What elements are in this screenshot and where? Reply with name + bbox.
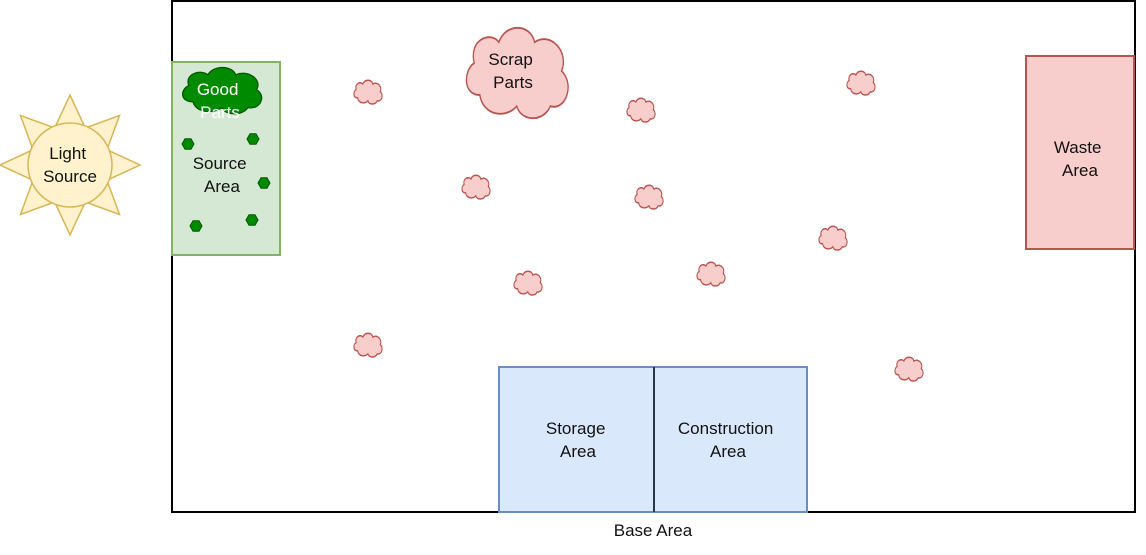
svg-text:Waste Area: Waste Area [1054,138,1106,180]
construction-area: Construction Area [653,366,808,513]
light-source-label-line1: Light [49,144,86,163]
storage-area-box [498,366,655,513]
sun-icon [0,93,142,237]
svg-text:Light Source: Light Source [43,144,97,186]
scrap-piece-cloud-icon [634,184,664,210]
construction-area-label-line2: Area [710,442,746,461]
scrap-piece-cloud-icon [894,356,924,382]
source-area: Source Area Good Parts [171,61,281,256]
good-part-marker [246,133,260,145]
source-area-label-line1: Source [193,154,247,173]
good-parts-cloud: Good Parts [181,66,263,122]
scrap-piece-cloud-icon [353,79,383,105]
good-part-marker [189,220,203,232]
svg-text:Construction Area: Construction Area [678,419,778,461]
construction-area-label-line1: Construction [678,419,773,438]
scrap-piece-cloud-icon [818,225,848,251]
construction-area-box [653,366,808,513]
storage-area-label-line1: Storage [546,419,606,438]
scrap-parts-cloud: Scrap Parts [465,26,570,120]
source-area-label-line2: Area [204,177,240,196]
waste-area-box [1025,55,1135,250]
scrap-parts-label-line1: Scrap [488,50,532,69]
svg-text:Good Parts: Good Parts [197,80,243,122]
scrap-parts-label-line2: Parts [493,73,533,92]
storage-area-label-line2: Area [560,442,596,461]
scrap-piece-cloud-icon [353,332,383,358]
waste-area-label-line2: Area [1062,161,1098,180]
scrap-piece-cloud-icon [846,70,876,96]
waste-area: Waste Area [1025,55,1135,250]
svg-text:Source Area: Source Area [193,154,252,196]
scrap-piece-cloud-icon [461,174,491,200]
storage-area: Storage Area [498,366,655,513]
scrap-piece-cloud-icon [513,270,543,296]
good-parts-label-line1: Good [197,80,239,99]
waste-area-label-line1: Waste [1054,138,1102,157]
scrap-piece-cloud-icon [696,261,726,287]
svg-text:Storage Area: Storage Area [546,419,610,461]
light-source-label-line2: Source [43,167,97,186]
good-parts-label-line2: Parts [200,103,240,122]
svg-text:Scrap Parts: Scrap Parts [488,50,537,92]
good-part-marker [181,138,195,150]
good-part-marker [257,177,271,189]
scrap-piece-cloud-icon [626,97,656,123]
base-area-label: Base Area [614,521,693,540]
light-source: Light Source [0,93,142,237]
good-part-marker [245,214,259,226]
